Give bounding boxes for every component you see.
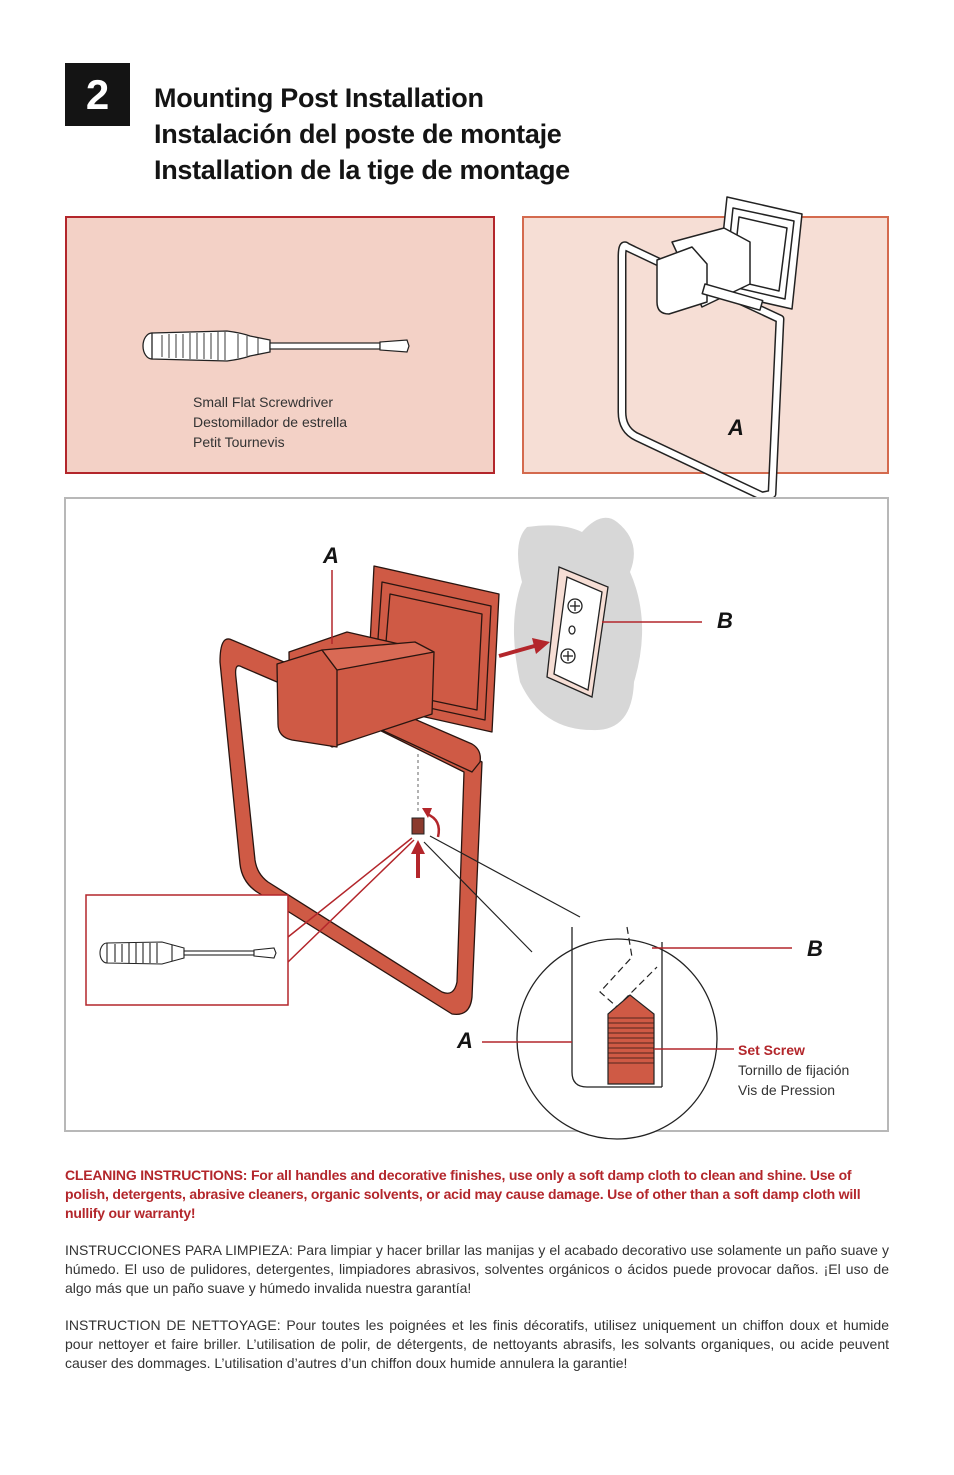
cleaning-instructions-french: INSTRUCTION DE NETTOYAGE: Pour toutes le… [65, 1317, 889, 1371]
title-french: Installation de la tige de montage [154, 155, 570, 185]
step-number-badge: 2 [65, 63, 130, 126]
title-english: Mounting Post Installation [154, 83, 484, 113]
set-screw-label: Set Screw Tornillo de fijación Vis de Pr… [738, 1040, 849, 1100]
step-titles: Mounting Post Installation Instalación d… [154, 80, 570, 188]
tool-label-french: Petit Tournevis [193, 434, 285, 450]
inset-screwdriver-icon [99, 941, 277, 965]
product-overview-panel: A [522, 196, 889, 501]
flat-screwdriver-icon [142, 330, 410, 362]
tool-label-spanish: Destomillador de estrella [193, 414, 348, 430]
cleaning-instructions: CLEANING INSTRUCTIONS: For all handles a… [65, 1166, 889, 1373]
set-screw-english: Set Screw [738, 1042, 805, 1058]
tools-needed-panel: Small Flat Screwdriver Destomillador de … [65, 216, 495, 474]
installation-diagram [85, 517, 792, 1140]
callout-a-overview: A [728, 415, 744, 440]
mounting-bracket-b [546, 566, 609, 698]
red-towel-ring [219, 565, 500, 1016]
callout-b-main: B [717, 608, 733, 633]
callout-a-detail: A [457, 1028, 473, 1053]
title-spanish: Instalación del poste de montaje [154, 119, 562, 149]
set-screw-detail [571, 926, 663, 1088]
set-screw-french: Vis de Pression [738, 1082, 836, 1098]
set-screw-spanish: Tornillo de fijación [738, 1062, 850, 1078]
cleaning-instructions-spanish: INSTRUCCIONES PARA LIMPIEZA: Para limpia… [65, 1242, 889, 1296]
callout-b-detail: B [807, 936, 823, 961]
tool-label: Small Flat Screwdriver Destomillador de … [193, 392, 347, 452]
installation-diagram-panel: A B B A Set Screw Tornillo de fijación V… [64, 497, 889, 1140]
cleaning-warning-english: CLEANING INSTRUCTIONS: For all handles a… [65, 1167, 861, 1221]
tool-label-english: Small Flat Screwdriver [193, 394, 334, 410]
callout-a-main: A [323, 543, 339, 568]
towel-ring-outline-illustration [617, 196, 803, 501]
